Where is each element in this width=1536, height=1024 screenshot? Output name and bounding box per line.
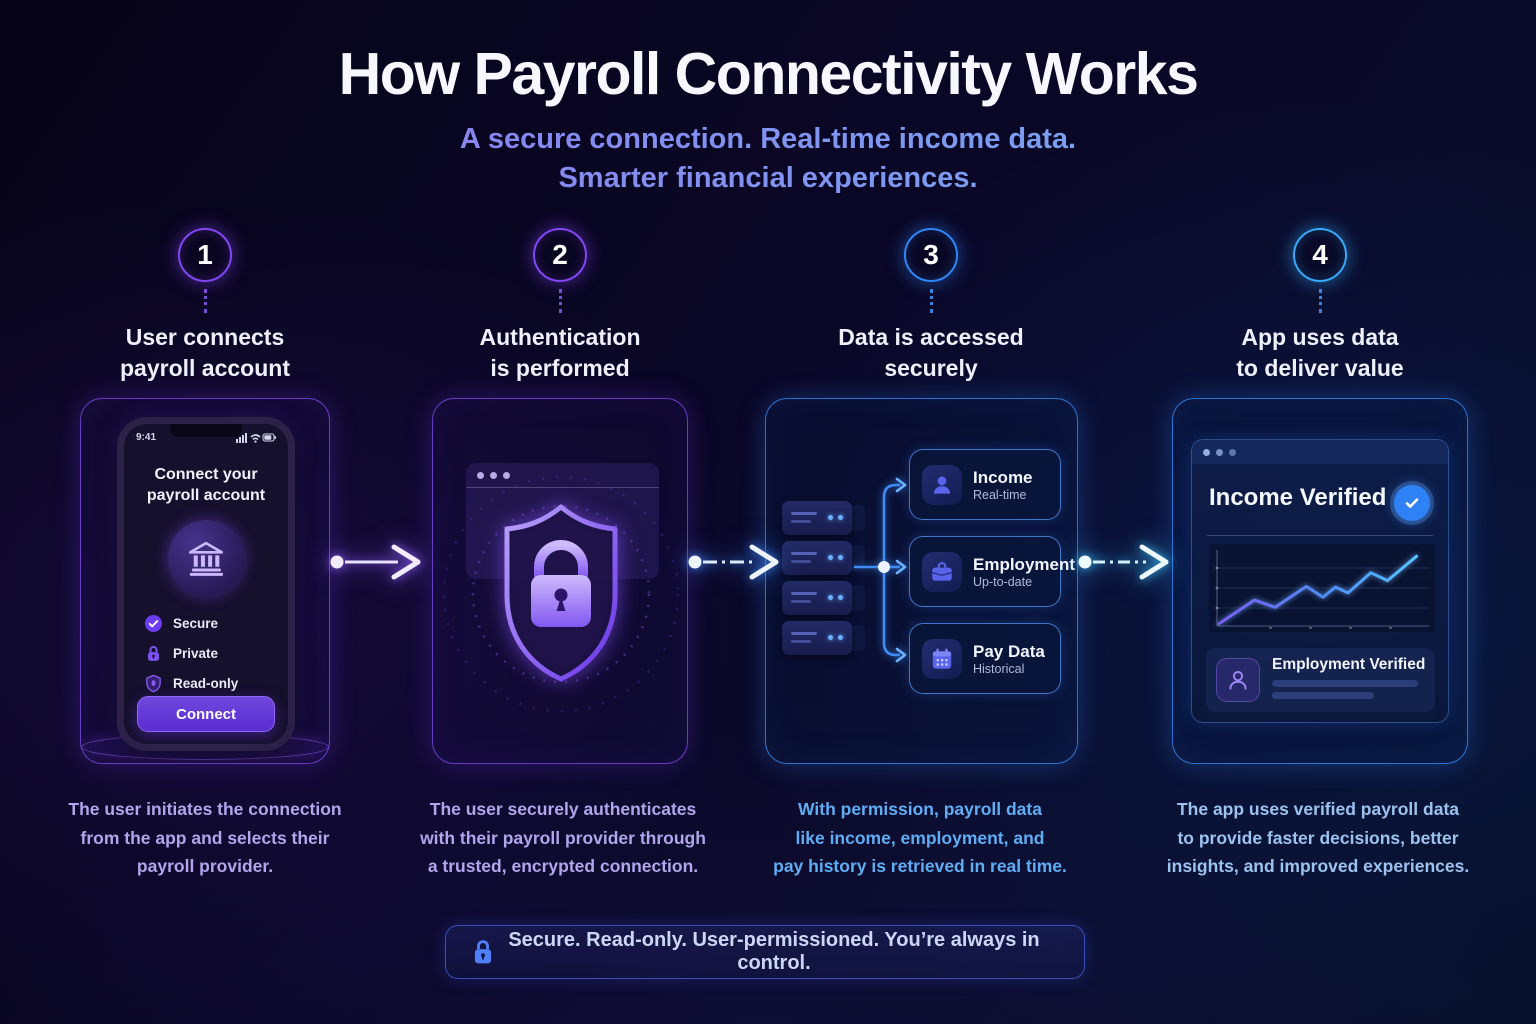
panel-data-access: Income Real-time Employment Up-to-date [765,398,1078,764]
placeholder-bar [1272,680,1418,687]
subtitle-line-1: A secure connection. Real-time income da… [0,120,1536,159]
keyhole-icon [554,588,568,602]
check-circle-icon [144,614,163,632]
dashboard-browser-window: Income Verified [1191,439,1449,723]
phone-statusbar: 9:41 [136,430,276,444]
lock-shackle-icon [534,540,588,582]
banner-text: Secure. Read-only. User-permissioned. Yo… [508,929,1040,974]
step-2-number-badge: 2 [533,228,587,282]
window-dot-icon [477,471,484,479]
window-dot-icon [503,471,510,479]
feature-read-only: Read-only [144,672,278,694]
briefcase-icon [922,551,962,592]
signal-wifi-battery-icon [236,432,276,443]
income-trend-chart [1209,544,1435,632]
window-dot-icon [1229,448,1236,456]
page-subtitle: A secure connection. Real-time income da… [0,120,1536,198]
chart-axis-ticks [1215,566,1392,629]
step-3-dotted-connector [929,289,933,313]
phone-notch [170,424,242,437]
employment-card-title: Employment Verified [1272,656,1426,673]
panel-app-dashboard: Income Verified [1172,398,1468,764]
dashboard-title: Income Verified [1209,484,1387,511]
subtitle-line-2: Smarter financial experiences. [0,159,1536,198]
step-2-dotted-connector [558,289,562,313]
flow-arrow-1-icon [330,544,421,580]
lock-icon [147,645,160,661]
step-4-dotted-connector [1318,289,1322,313]
step-3-number-badge: 3 [904,228,958,282]
security-shield-graphic [442,475,680,713]
data-card-income: Income Real-time [909,449,1061,520]
bank-icon-circle [168,520,244,596]
placeholder-bar [1272,692,1374,699]
flow-arrow-2-icon [688,544,779,580]
flow-arrow-3-icon [1078,544,1169,580]
phone-feature-list: Secure Private Read-only [144,612,278,702]
calendar-icon [922,638,962,679]
page-title: How Payroll Connectivity Works [338,41,1199,107]
dashboard-divider [1207,535,1433,536]
keyhole-icon [556,597,566,611]
income-chart-line [1217,554,1419,626]
window-dot-icon [1216,448,1223,456]
feature-secure: Secure [144,612,278,634]
dotted-orbit-icon [471,504,651,684]
status-time: 9:41 [136,431,157,443]
person-outline-icon [1216,658,1260,702]
junction-dot-icon [878,561,890,573]
verified-check-icon [1394,485,1430,521]
data-card-employment: Employment Up-to-date [909,536,1075,607]
status-icons [236,432,276,443]
data-card-pay-data: Pay Data Historical [909,623,1061,694]
bank-icon [188,541,224,576]
panel-authentication [432,398,688,764]
dotted-orbit-icon [442,475,680,713]
connect-button[interactable]: Connect [137,696,275,732]
step-1-dotted-connector [203,289,207,313]
banner-lock-icon [472,939,494,965]
step-4-number-badge: 4 [1293,228,1347,282]
data-flow-connectors [854,477,907,663]
auth-browser-titlebar [466,463,659,488]
dashboard-browser-titlebar [1192,440,1448,464]
employment-verified-card: Employment Verified [1206,648,1435,712]
step-1-number-badge: 1 [178,228,232,282]
security-banner: Secure. Read-only. User-permissioned. Yo… [445,925,1085,979]
window-dot-icon [490,471,497,479]
window-dot-icon [1203,448,1210,456]
shield-icon [146,674,161,692]
person-icon [922,464,962,505]
feature-private: Private [144,642,278,664]
